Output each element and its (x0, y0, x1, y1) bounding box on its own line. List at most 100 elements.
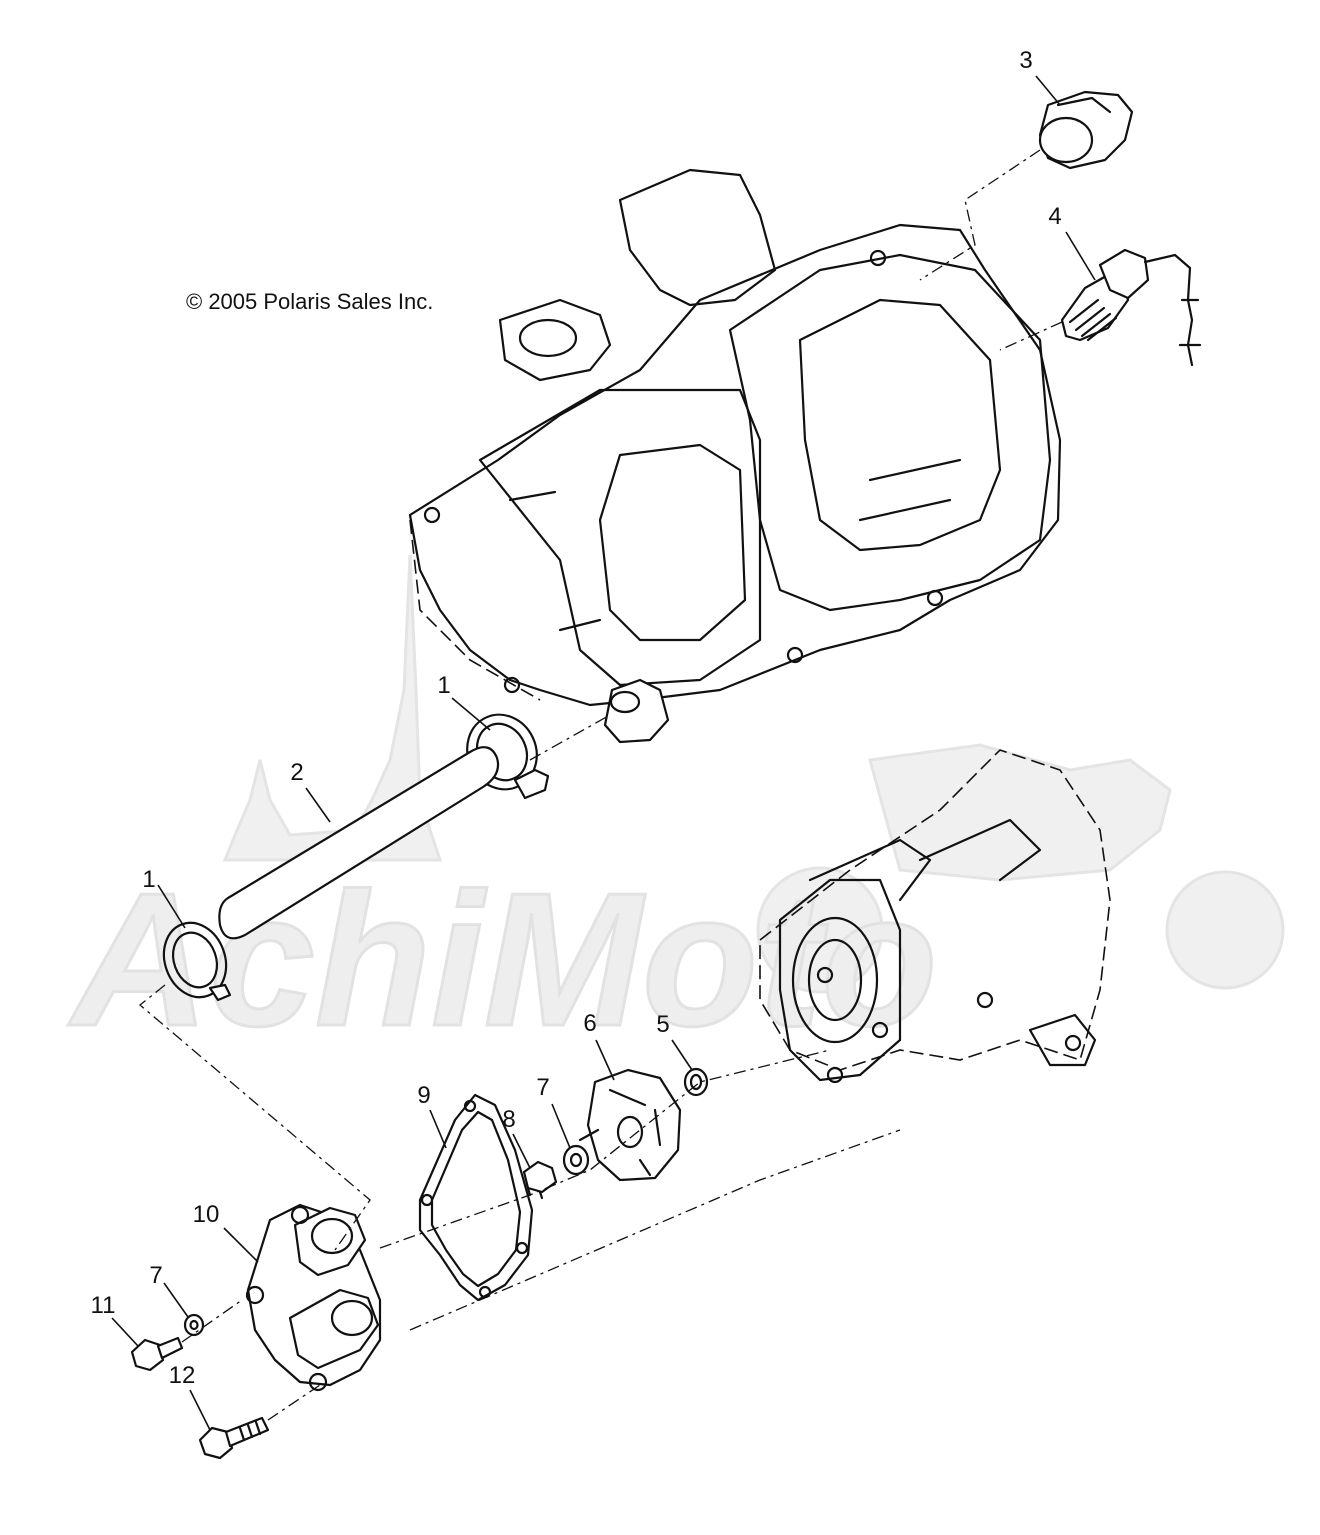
crankcase-rib-2 (918, 818, 1042, 882)
head-bolt-hole-5 (786, 646, 804, 664)
intake-port-opening (518, 318, 578, 358)
head-cover-right (728, 253, 1052, 612)
seal-inner (689, 1073, 703, 1091)
lower-clamp-tab (208, 983, 232, 1002)
crankcase-bolt-1 (816, 966, 834, 984)
callout-6: 6 (583, 1010, 596, 1037)
callout-12: 12 (169, 1362, 196, 1389)
part-6-impeller (578, 1068, 682, 1182)
upper-washer-hole (569, 1152, 583, 1168)
pump-cover-lower-outlet-opening (330, 1299, 374, 1337)
callout-2: 2 (290, 759, 303, 786)
head-bolt-hole-4 (926, 589, 944, 607)
part-9-pump-gasket (418, 1093, 534, 1302)
impeller-disc (586, 1068, 682, 1182)
head-cover-inner (598, 443, 747, 642)
pump-stack-centerline (379, 1049, 831, 1249)
upper-clamp-screw (513, 768, 550, 800)
sensor-connector (1178, 298, 1202, 347)
leader-11 (111, 1317, 139, 1347)
impeller-vane-3 (578, 1128, 600, 1142)
leader-7-lower (163, 1282, 189, 1318)
callout-3: 3 (1019, 47, 1032, 74)
part-7-upper-washer (562, 1144, 590, 1176)
callout-7-lower: 7 (149, 1262, 162, 1289)
lower-clamp-to-cover-centerline (138, 984, 371, 1251)
head-cover-left (478, 388, 762, 687)
part-5-seal (683, 1067, 709, 1097)
head-fin-1 (508, 490, 557, 502)
lower-washer-outer (183, 1313, 205, 1337)
gasket-hole-3 (515, 1241, 529, 1255)
watermark: AchiMoto (67, 554, 1285, 1068)
callout-11: 11 (91, 1292, 116, 1319)
head-fin-2 (558, 618, 602, 632)
cylinder-head-assembly (408, 168, 1062, 744)
assembly-centerlines (138, 149, 1063, 1421)
crankcase-mounting-ear-hole (1064, 1034, 1082, 1052)
head-bolt-hole-3 (869, 249, 887, 267)
part-12-flange-bolt (198, 1416, 270, 1460)
part-10-water-pump-cover (245, 1203, 382, 1392)
gasket-outline (418, 1093, 534, 1302)
callout-1-upper: 1 (437, 672, 450, 699)
copyright-notice: © 2005 Polaris Sales Inc. (186, 289, 433, 314)
sensor-centerline (999, 321, 1063, 351)
leader-8 (512, 1133, 531, 1169)
crankcase-mounting-ear (1028, 1013, 1097, 1067)
leader-6 (595, 1039, 615, 1081)
bolt-12-threads (238, 1420, 262, 1442)
watermark-wheel-front (1165, 870, 1285, 990)
pump-mount-face (778, 878, 902, 1082)
leader-5 (671, 1039, 693, 1071)
part-3-thermostat (1038, 90, 1134, 170)
bolt-11-shank (156, 1336, 184, 1360)
part-7-lower-washer (183, 1313, 205, 1337)
impeller-vane-2 (653, 1108, 662, 1147)
watermark-text: AchiMoto (68, 854, 937, 1066)
pump-cover-bolt-boss-3 (308, 1372, 328, 1392)
callout-8: 8 (502, 1106, 515, 1133)
crankcase-outline-dashed (759, 749, 1111, 1071)
callout-4: 4 (1048, 203, 1061, 230)
leader-2 (305, 787, 331, 823)
lower-washer-hole (189, 1319, 199, 1331)
gasket-hole-4 (478, 1285, 492, 1299)
bolt-12-centerline (267, 1384, 321, 1421)
crankcase-bolt-4 (976, 991, 994, 1009)
part-2-coolant-hose (218, 746, 500, 940)
bolt-11-head (130, 1338, 165, 1372)
watermark-spire (222, 554, 443, 862)
head-bolt-hole-2 (503, 676, 521, 694)
pump-cover-bolt-boss-1 (245, 1285, 265, 1305)
leader-7-upper (551, 1103, 571, 1149)
crankcase-rib-1 (808, 838, 932, 902)
crankcase-assembly (759, 749, 1111, 1084)
leader-1-lower (157, 884, 186, 929)
gasket-inner-edge (430, 1110, 522, 1288)
impeller-hub (616, 1115, 644, 1149)
upper-washer-outer (562, 1144, 590, 1176)
head-bolt-hole-1 (423, 506, 441, 524)
leader-9 (429, 1109, 447, 1149)
callout-labels: 3 4 1 2 1 6 5 7 8 9 10 7 11 12 (91, 47, 1062, 1389)
callout-5: 5 (656, 1011, 669, 1038)
sensor-hex-head (1098, 248, 1150, 300)
leader-10 (223, 1227, 259, 1263)
thermostat-housing-neck (618, 168, 777, 307)
leader-12 (189, 1389, 211, 1431)
gasket-hole-2 (420, 1193, 434, 1207)
watermark-wheel-rear (756, 866, 884, 994)
head-outlet-spigot (603, 678, 670, 744)
thermostat-ring (1056, 96, 1112, 114)
crankcase-bolt-2 (826, 1066, 844, 1084)
sensor-lead-wire (1143, 253, 1194, 367)
callout-1-lower: 1 (142, 866, 155, 893)
pump-mount-bore-inner (807, 938, 863, 1022)
leader-1-upper (451, 697, 491, 731)
head-fin-4 (858, 498, 952, 522)
leader-3 (1035, 75, 1061, 106)
impeller-vane-1 (608, 1088, 647, 1107)
pump-lower-centerline (409, 1129, 901, 1331)
